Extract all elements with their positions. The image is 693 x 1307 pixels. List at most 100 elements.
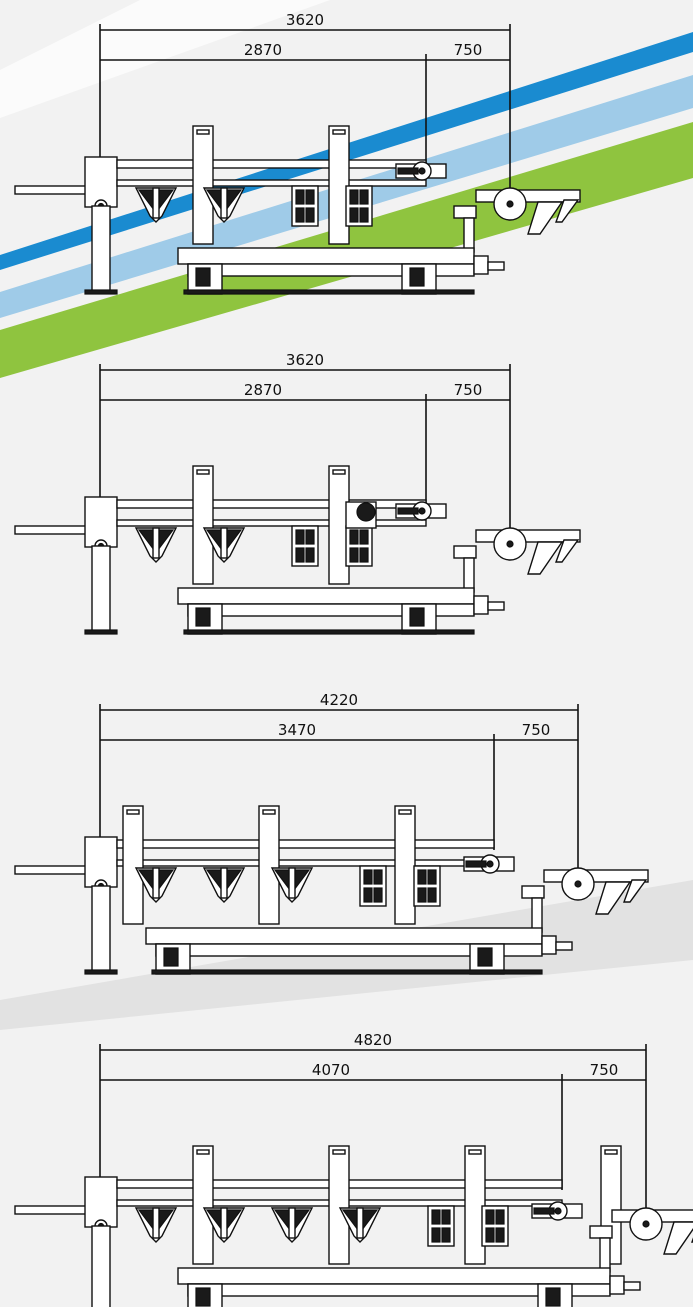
lower-rail [116,179,427,187]
drive-unit-block [485,1209,495,1225]
carrier-stem [220,867,228,899]
pulley-block [533,1207,555,1215]
base-floor-line [183,289,475,295]
left-column [91,1225,111,1307]
outfeed-chute [595,881,632,915]
infeed-rod [14,865,88,875]
drive-unit-block [359,547,369,563]
tower-cap [196,129,210,135]
drive-unit-block [427,887,437,903]
vertical-tower [192,125,214,245]
cylinder-body [541,935,557,955]
infeed-rod [14,1205,88,1215]
drive-unit-block [373,869,383,885]
tower-cap [126,809,140,815]
outfeed-roller-axle [574,880,582,888]
carrier [134,867,178,903]
vertical-tower [192,465,214,585]
cylinder-rod [623,1281,641,1291]
lower-rail [116,859,495,867]
carrier [202,1207,246,1243]
drive-unit-block [295,189,305,205]
drive-unit-block [305,207,315,223]
drive-unit-block [363,887,373,903]
carrier-stem [356,1207,364,1239]
tower-cap [332,469,346,475]
outfeed-chute [623,879,648,903]
dimension-overall-label: 3620 [286,11,324,29]
stacked-motor-wheel [356,502,376,522]
pulley-block [465,860,487,868]
outfeed-post [463,557,475,593]
carrier-stem [152,867,160,899]
cylinder-rod [487,261,505,271]
vertical-tower [394,805,416,925]
outfeed-roller-axle [642,1220,650,1228]
carrier [134,527,178,563]
base-foot-detail [195,607,211,627]
dimension-outfeed-label: 750 [590,1061,619,1079]
outfeed-chute [527,201,564,235]
carrier [202,527,246,563]
base-foot-detail [409,267,425,287]
pulley-block [397,167,419,175]
carrier-stem [288,1207,296,1239]
outfeed-post [463,217,475,253]
base-foot-detail [195,267,211,287]
outfeed-chute [527,541,564,575]
infeed-rod [14,525,88,535]
drive-unit-block [349,547,359,563]
outfeed-chute [555,199,580,223]
drive-unit-block [295,547,305,563]
dimension-main-label: 4070 [312,1061,350,1079]
left-head [84,836,118,888]
dimension-main-label: 2870 [244,381,282,399]
base-foot-detail [409,607,425,627]
carrier-stem [288,867,296,899]
carrier [202,867,246,903]
vertical-tower [122,805,144,925]
tower-cap [332,129,346,135]
tower-cap [604,1149,618,1155]
drive-unit-block [295,207,305,223]
cylinder-body [473,255,489,275]
vertical-tower [328,1145,350,1265]
drive-unit-block [359,529,369,545]
dimension-main-label: 2870 [244,41,282,59]
outfeed-chute [555,539,580,563]
base-floor-line [151,969,543,975]
pulley-axle [486,860,494,868]
drive-unit-block [349,207,359,223]
dimension-overall-label: 4220 [320,691,358,709]
drive-unit [481,1205,509,1247]
pulley-axle [418,507,426,515]
base-foot-detail [545,1287,561,1307]
drive-unit-block [363,869,373,885]
cylinder-body [609,1275,625,1295]
vertical-tower [258,805,280,925]
drive-unit-block [495,1209,505,1225]
drive-unit [291,185,319,227]
tower-cap [196,1149,210,1155]
drive-unit [291,525,319,567]
base-foot-detail [195,1287,211,1307]
outfeed-chute [663,1221,693,1255]
carrier-stem [152,527,160,559]
drive-unit-block [431,1227,441,1243]
pulley-block [397,507,419,515]
dimension-outfeed-label: 750 [522,721,551,739]
drive-unit-block [305,547,315,563]
tower-cap [398,809,412,815]
outfeed-support [589,1225,613,1239]
drive-unit-block [441,1209,451,1225]
carrier-stem [152,187,160,219]
outfeed-support [453,205,477,219]
dimension-outfeed-label: 750 [454,381,483,399]
tower-cap [196,469,210,475]
drive-unit-block [431,1209,441,1225]
